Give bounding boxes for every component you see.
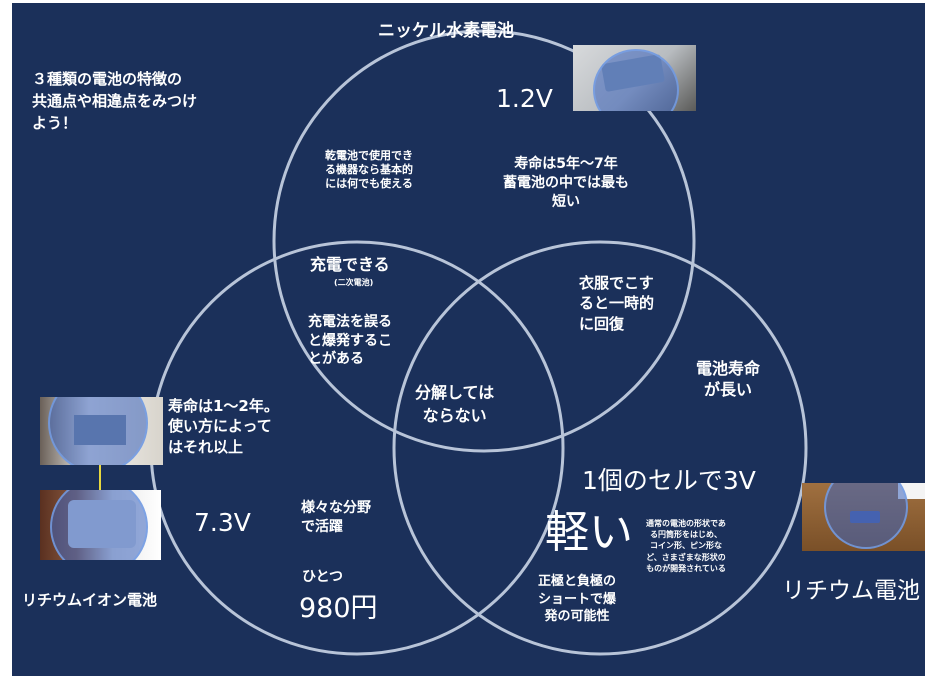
venn-diagram: [99, 29, 808, 656]
rechargeable-text: 充電できる: [310, 255, 390, 274]
nimh-usage: 乾電池で使用でき る機器なら基本的 には何でも使える: [325, 149, 413, 191]
liion-pack-photo-top: [40, 397, 163, 465]
price-value: 980円: [299, 593, 378, 624]
rechargeable-note: (二次電池): [334, 278, 374, 287]
no-disassembly: 分解しては ならない: [415, 383, 495, 426]
slide: ニッケル水素電池 リチウムイオン電池 リチウム電池 ３種類の電池の特徴の 共通点…: [12, 3, 925, 676]
nimh-lifespan: 寿命は5年～7年 蓄電池の中では最も 短い: [503, 156, 629, 210]
nimh-voltage: 1.2V: [496, 84, 553, 113]
instruction-text: ３種類の電池の特徴の 共通点や相違点をみつけ よう！: [32, 70, 198, 132]
lithium-photo-highlight: [824, 483, 908, 549]
lithium-shapes: 通常の電池の形状であ る円筒形をはじめ、 コイン形、ピン形な ど、さまざまな形状…: [646, 519, 726, 573]
short-circuit-risk: 正極と負極の ショートで爆 発の可能性: [538, 574, 617, 625]
liion-voltage: 7.3V: [194, 508, 251, 537]
liion-lifespan: 寿命は1～2年。 使い方によって はそれ以上: [168, 397, 279, 456]
nimh-battery-photo: [573, 45, 696, 111]
nimh-photo-highlight: [593, 49, 679, 111]
label-lithium: リチウム電池: [782, 578, 920, 604]
lithium-cell-voltage: 1個のセルで3V: [582, 466, 756, 495]
liion-photo-highlight-bottom: [50, 490, 148, 560]
circle-nimh: [272, 29, 696, 453]
lithium-long-life: 電池寿命 が長い: [696, 359, 761, 399]
price-label: ひとつ: [302, 569, 344, 585]
overcharge-danger: 充電法を誤る と爆発するこ とがある: [308, 314, 392, 368]
rub-recovery: 衣服でこす ると一時的 に回復: [579, 274, 655, 333]
lithium-light: 軽い: [545, 507, 633, 558]
wide-uses: 様々な分野 で活躍: [301, 500, 371, 535]
label-liion: リチウムイオン電池: [22, 591, 158, 609]
circle-lithium: [392, 240, 808, 656]
liion-photo-highlight-top: [48, 397, 148, 465]
liion-pack-photo-bottom: [40, 490, 161, 560]
lithium-battery-photo: [802, 483, 925, 551]
label-nimh: ニッケル水素電池: [378, 21, 514, 41]
